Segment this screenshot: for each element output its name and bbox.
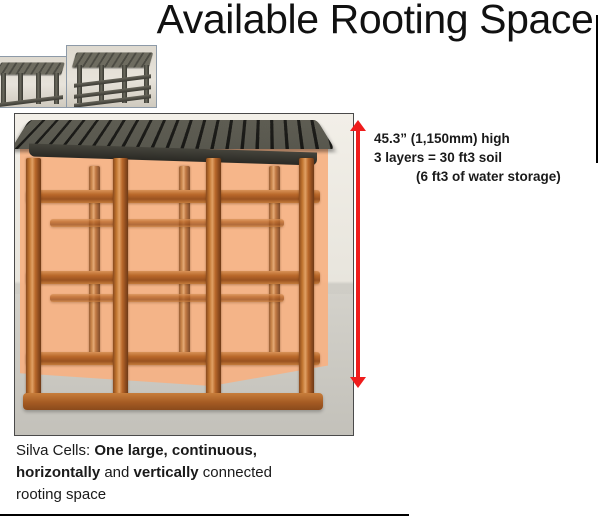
frame-base-plate: [23, 393, 323, 410]
thumbnail-image-three-layer: [67, 46, 156, 107]
caption-bold-1: One large, continuous,: [94, 442, 257, 459]
arrow-shaft: [356, 129, 360, 379]
frame-rail-layer-1: [26, 189, 320, 203]
caption-bold-2: horizontally: [16, 464, 101, 481]
frame-post-back: [179, 166, 190, 358]
caption-text: Silva Cells: One large, continuous, horiz…: [16, 440, 356, 506]
frame-post-back: [269, 166, 280, 358]
mini-rail-icon: [74, 73, 152, 88]
mini-post-icon: [36, 72, 42, 104]
frame-rail-layer-2: [26, 270, 320, 284]
mini-post-icon: [54, 72, 60, 104]
spec-line-soil-volume: 3 layers = 30 ft3 soil: [374, 150, 502, 165]
arrow-head-up-icon: [350, 120, 366, 131]
frame-rail-back: [50, 294, 284, 302]
thumbnail-silva-cell-three-layer[interactable]: [66, 45, 157, 108]
mini-frame-single: [0, 62, 66, 107]
mini-post-icon: [143, 65, 149, 104]
mini-post-icon: [122, 65, 128, 104]
frame-post-back: [89, 166, 100, 358]
arrow-head-down-icon: [350, 377, 366, 388]
caption-lead: Silva Cells:: [16, 442, 95, 459]
page-title: Available Rooting Space: [156, 0, 594, 42]
thumbnail-silva-cell-single-layer[interactable]: [0, 56, 68, 108]
mini-post-icon: [18, 72, 24, 104]
right-divider: [596, 15, 598, 163]
caption-mid: and: [100, 464, 134, 481]
thumbnail-image-single: [0, 57, 67, 107]
silva-cell-frame: [15, 120, 335, 410]
height-dimension-arrow: [350, 120, 366, 388]
frame-rail-layer-3: [26, 352, 320, 365]
frame-post-front: [206, 158, 221, 406]
caption-tail: connected: [198, 464, 272, 481]
mini-deck-icon: [71, 52, 154, 69]
mini-frame-three-layer: [71, 52, 154, 107]
mini-post-icon: [1, 72, 7, 104]
caption-last-line: rooting space: [16, 486, 107, 503]
bottom-divider: [0, 514, 409, 516]
frame-post-front: [113, 158, 128, 406]
frame-post-front: [299, 158, 314, 406]
spec-line-water-storage: (6 ft3 of water storage): [416, 169, 561, 184]
caption-bold-3: vertically: [133, 464, 199, 481]
main-product-photo[interactable]: [14, 113, 354, 436]
specification-text: 45.3” (1,150mm) high 3 layers = 30 ft3 s…: [374, 129, 604, 186]
frame-rail-back: [50, 218, 284, 227]
spec-line-height: 45.3” (1,150mm) high: [374, 131, 510, 146]
frame-post-front: [26, 158, 41, 406]
